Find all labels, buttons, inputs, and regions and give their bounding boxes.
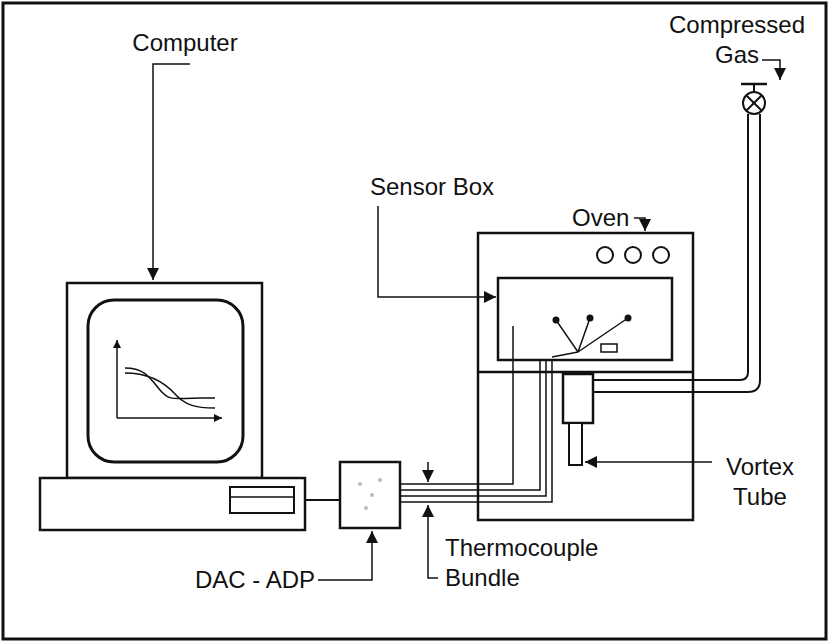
thermocouple-wire — [400, 326, 513, 484]
disk-drive — [230, 487, 294, 513]
sensor-tip — [553, 317, 560, 324]
disk-slot — [230, 496, 294, 498]
sensor-lead — [578, 318, 590, 352]
leader-line — [428, 505, 438, 578]
oven-knob — [597, 247, 613, 263]
valve-symbol — [743, 92, 765, 114]
leader-line — [318, 531, 372, 580]
part-label: Oven — [572, 203, 642, 233]
vortex-tube-outlet — [569, 423, 582, 465]
leader-line — [585, 461, 712, 463]
box-texture — [370, 493, 374, 497]
sensor-lead — [556, 320, 578, 352]
box-texture — [358, 482, 362, 486]
dac-adp-box — [340, 462, 400, 528]
sensor-box — [498, 278, 672, 360]
part-label: DAC - ADP — [195, 565, 320, 595]
leader-line — [153, 64, 190, 280]
part-label: Computer — [115, 28, 255, 58]
box-texture — [378, 478, 382, 482]
monitor-screen — [88, 300, 243, 462]
sensor-tip — [625, 315, 632, 322]
monitor-housing — [67, 283, 262, 478]
graph-axis — [116, 340, 118, 418]
sensor-lead — [578, 318, 628, 352]
vortex-tube-body — [563, 374, 593, 423]
outer-frame — [3, 3, 826, 639]
leader-line — [634, 218, 645, 231]
box-texture — [364, 506, 368, 510]
part-label: Thermocouple Bundle — [445, 533, 610, 593]
oven-body — [478, 233, 693, 520]
sensor-tip — [587, 315, 594, 322]
leader-line — [427, 462, 429, 482]
part-label: Vortex Tube — [710, 452, 810, 512]
sensor-lead — [552, 352, 578, 357]
valve-symbol — [746, 95, 762, 111]
valve-symbol — [746, 95, 762, 111]
oven-knob — [625, 247, 641, 263]
part-label: Sensor Box — [370, 172, 530, 202]
graph-axis — [117, 417, 222, 419]
computer-base — [40, 478, 305, 530]
data-cable — [305, 499, 340, 501]
leader-line — [762, 60, 780, 80]
valve-handle — [741, 83, 767, 86]
thermocouple-wire — [400, 360, 546, 496]
graph-curve — [125, 368, 215, 399]
oven-knob — [653, 247, 669, 263]
thermocouple-wire — [400, 360, 540, 490]
graph-curve — [125, 373, 215, 408]
part-label: Compressed Gas — [657, 10, 817, 70]
gas-pipe — [593, 114, 760, 392]
gas-pipe — [593, 114, 748, 380]
leader-line — [378, 206, 496, 297]
thermocouple-wire — [400, 360, 552, 502]
sensor-element — [601, 344, 617, 352]
